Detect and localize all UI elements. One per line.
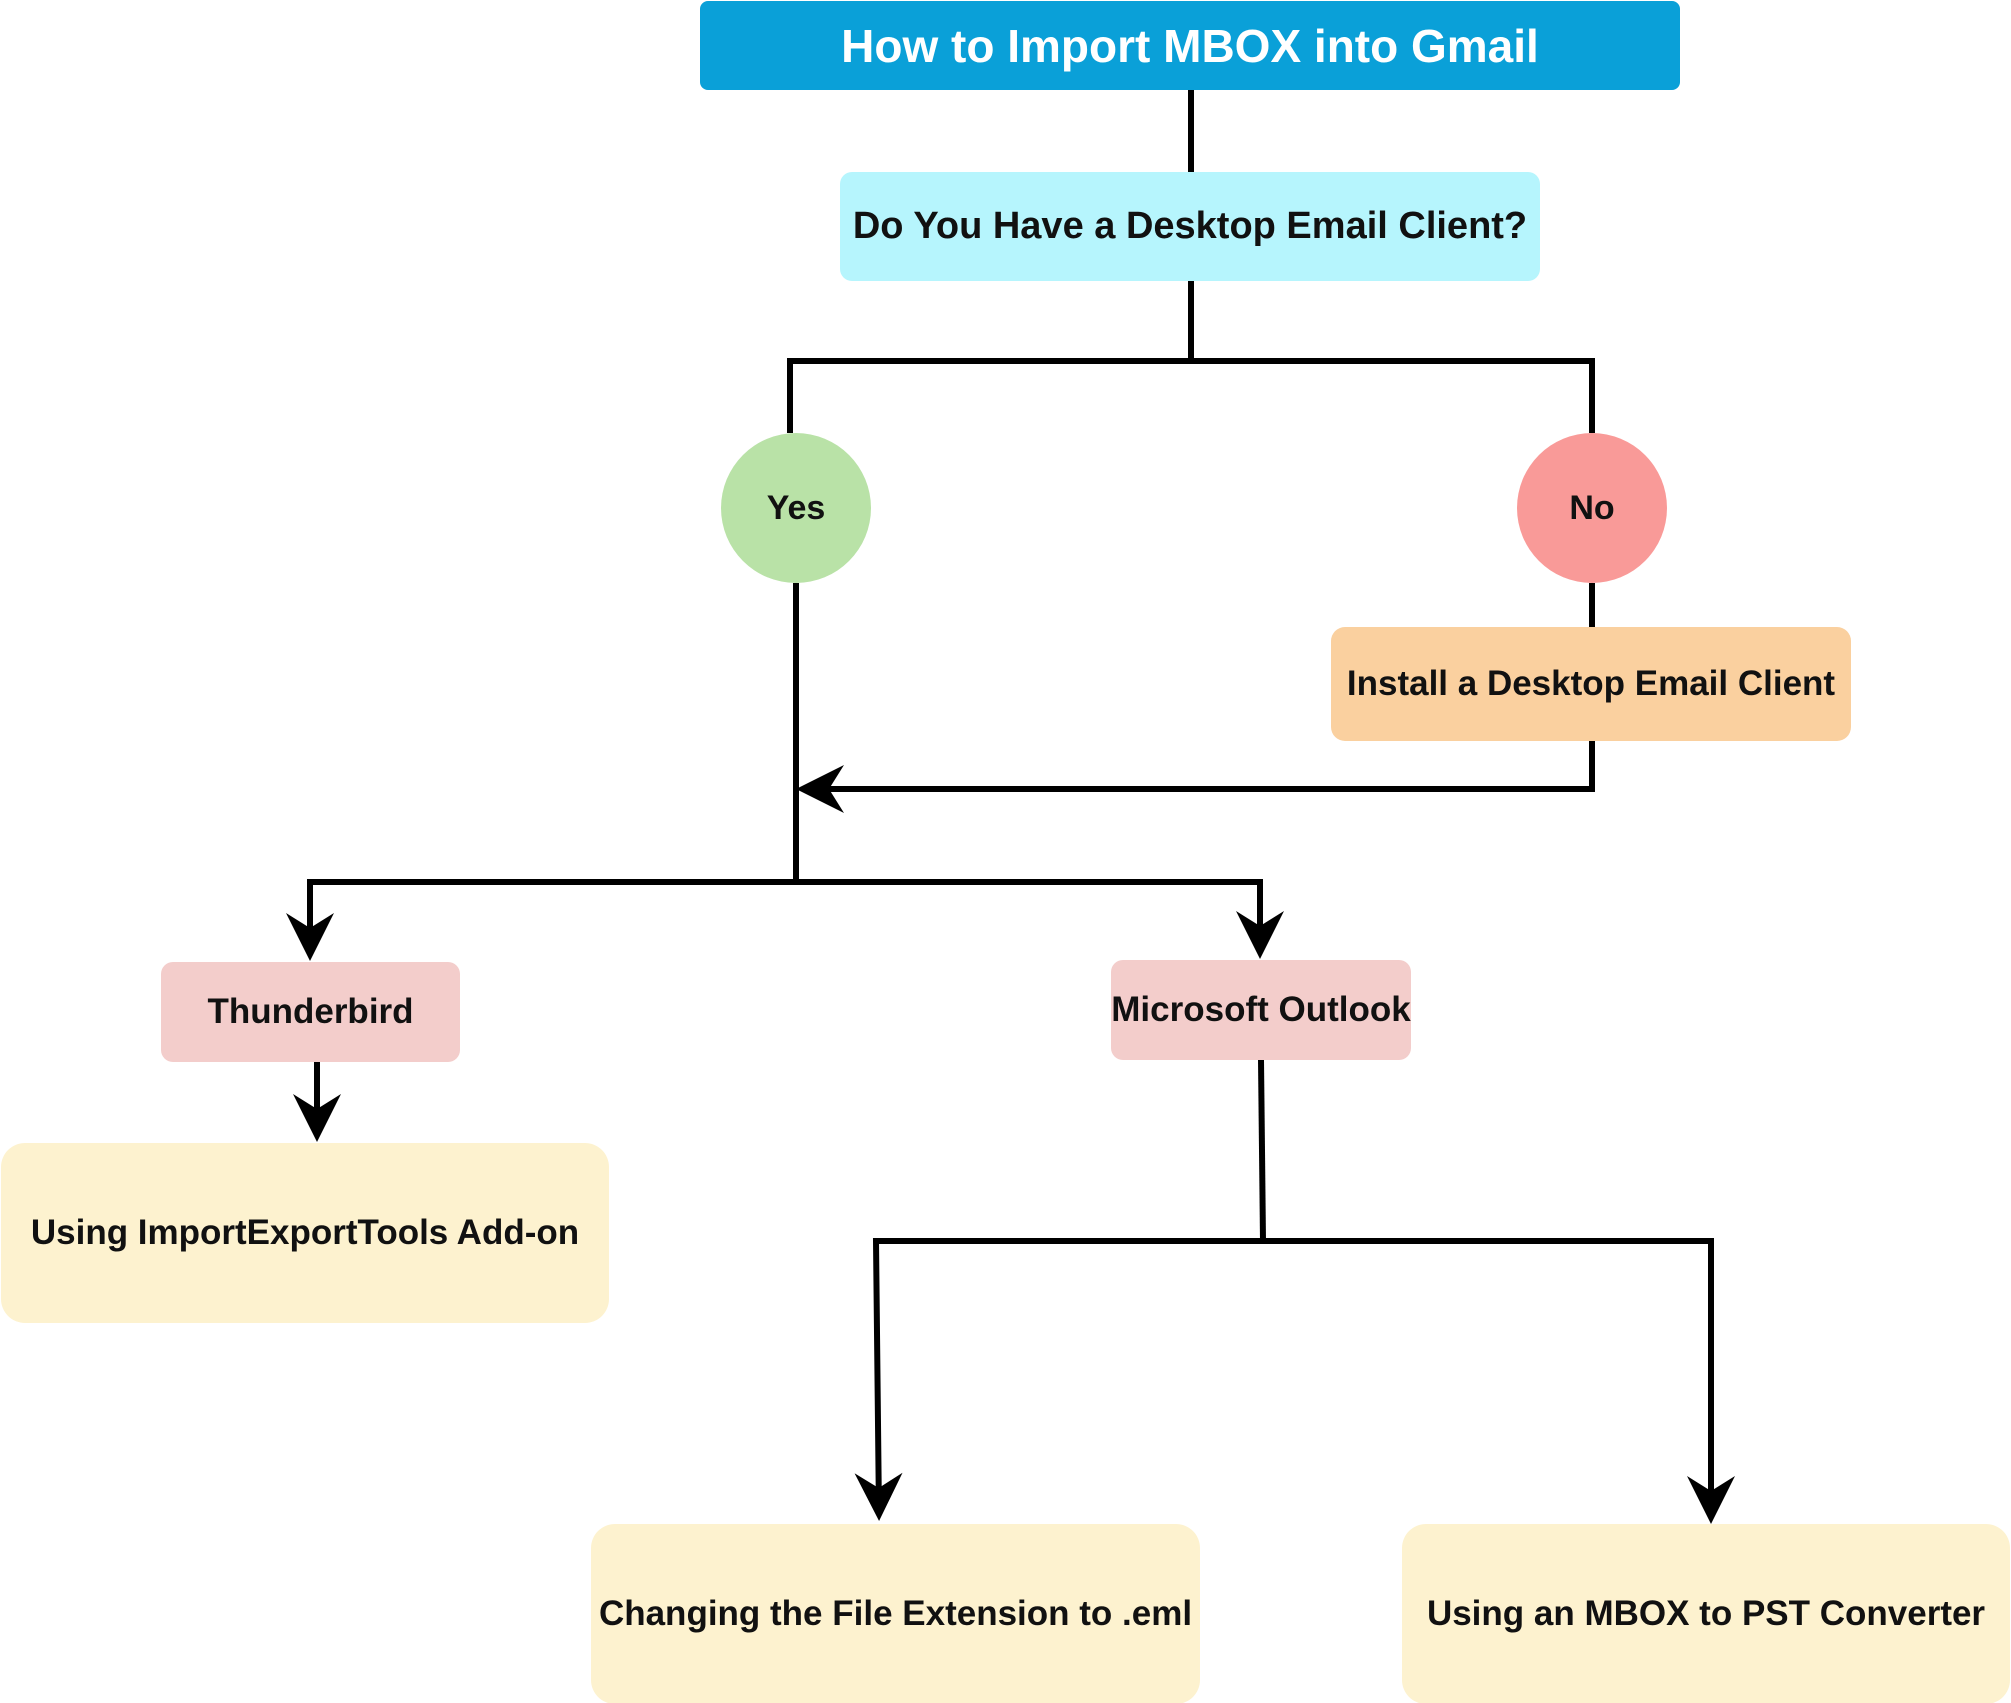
install-email-client-step: Install a Desktop Email Client [1331, 627, 1851, 741]
mbox-to-pst-converter-method: Using an MBOX to PST Converter [1402, 1524, 2010, 1703]
yes-decision: Yes [721, 433, 871, 583]
connector-question-to-no [1191, 358, 1595, 433]
connector-outlook-to-eml-arrow [854, 1238, 1263, 1521]
importexporttools-method: Using ImportExportTools Add-on [1, 1143, 609, 1323]
thunderbird-client: Thunderbird [161, 962, 460, 1062]
connector-outlook-trunk [1258, 1059, 1266, 1242]
connector-outlook-to-converter-arrow [1263, 1238, 1735, 1524]
connector-to-outlook-arrow [796, 879, 1284, 959]
connector-question-branch [787, 281, 1194, 433]
connector-install-merge-arrow [796, 741, 1595, 813]
eml-extension-method: Changing the File Extension to .eml [591, 1524, 1200, 1703]
connector-to-thunderbird-arrow [286, 879, 796, 961]
outlook-client: Microsoft Outlook [1111, 960, 1411, 1060]
question-desktop-client: Do You Have a Desktop Email Client? [840, 172, 1540, 281]
no-decision: No [1517, 433, 1667, 583]
flowchart-title: How to Import MBOX into Gmail [700, 1, 1680, 90]
